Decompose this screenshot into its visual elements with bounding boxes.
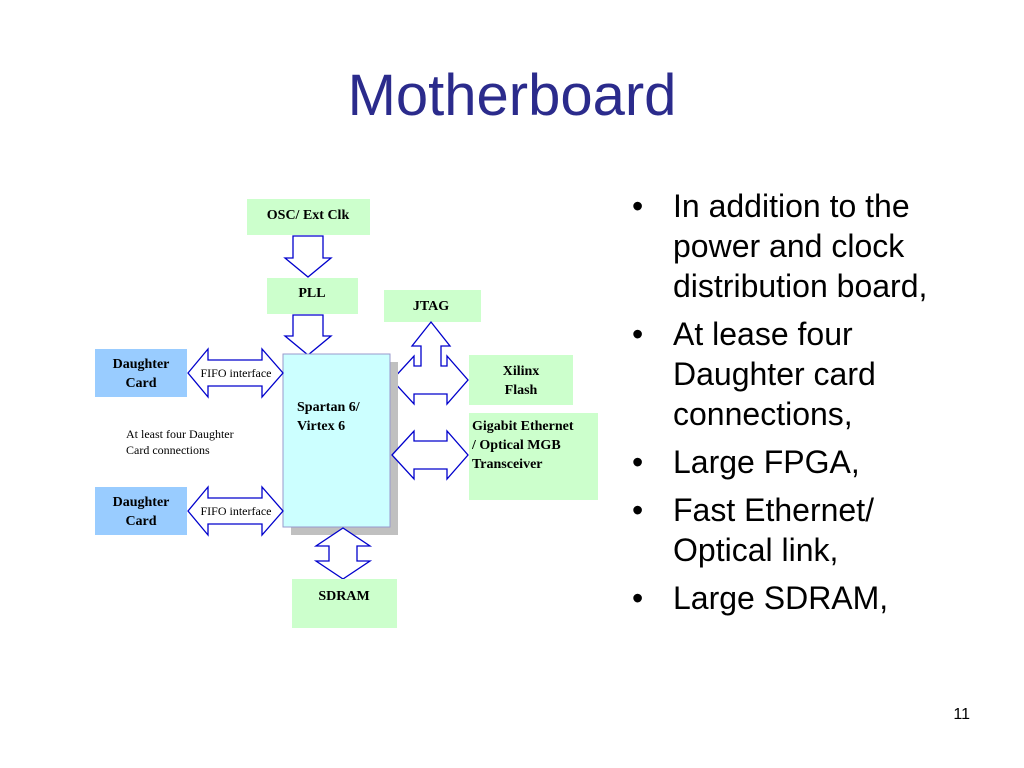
bullet-text: At lease four Daughter card connections, (673, 316, 876, 432)
ethernet-line2: / Optical MGB (471, 438, 561, 453)
bullet-dot: • (632, 188, 644, 224)
osc-label: OSC/ Ext Clk (267, 208, 350, 223)
bullet-dot: • (632, 444, 644, 480)
bullet-dot: • (632, 580, 644, 616)
xilinx-flash-line2: Flash (505, 383, 538, 398)
bullet-list: • In addition to the power and clock dist… (632, 186, 972, 626)
daughter-card-top-box (95, 349, 187, 397)
fifo-arrow-top (187, 347, 284, 399)
daughter-card-bottom-box (95, 487, 187, 535)
fifo-arrow-bottom (187, 485, 284, 537)
fifo-interface-top-label: FIFO interface (201, 366, 272, 380)
ethernet-line1: Gigabit Ethernet (472, 419, 574, 434)
sdram-label: SDRAM (318, 589, 369, 604)
daughter-card-top-line2: Card (125, 376, 156, 391)
daughter-card-top-line1: Daughter (113, 357, 170, 372)
daughter-card-bottom-line2: Card (125, 514, 156, 529)
bullet-item: • At lease four Daughter card connections… (632, 314, 972, 434)
sdram-box (292, 579, 397, 628)
daughter-card-bottom-line1: Daughter (113, 495, 170, 510)
pll-box (267, 278, 358, 314)
pll-to-fpga-arrow (283, 314, 333, 356)
fpga-sdram-arrow (313, 527, 373, 580)
bullet-dot: • (632, 316, 644, 352)
bullet-dot: • (632, 492, 644, 528)
slide-title: Motherboard (347, 63, 677, 128)
jtag-box (384, 290, 481, 322)
note-line2: Card connections (126, 443, 210, 457)
page-number: 11 (953, 706, 970, 723)
bullet-text: In addition to the power and clock distr… (673, 188, 928, 304)
jtag-label: JTAG (413, 299, 449, 314)
block-diagram: OSC/ Ext Clk PLL JTAG Spartan 6/ Virtex … (95, 199, 598, 628)
bullet-item: • Large SDRAM, (632, 578, 972, 618)
bullet-item: • Fast Ethernet/ Optical link, (632, 490, 972, 570)
ethernet-transceiver-box (469, 413, 598, 500)
bullet-text: Large FPGA, (673, 444, 860, 480)
note-line1: At least four Daughter (126, 427, 234, 441)
fifo-interface-bottom-label: FIFO interface (201, 504, 272, 518)
fpga-label-line1: Spartan 6/ (297, 400, 361, 415)
jtag-flash-arrow (391, 320, 469, 406)
fpga-label-line2: Virtex 6 (297, 419, 345, 434)
fpga-box (282, 353, 391, 528)
ethernet-line3: Transceiver (472, 457, 543, 472)
fpga-ethernet-arrow (391, 429, 469, 481)
osc-box (247, 199, 370, 235)
osc-to-pll-arrow (283, 235, 333, 278)
bullet-text: Large SDRAM, (673, 580, 889, 616)
pll-label: PLL (298, 286, 325, 301)
bullet-text: Fast Ethernet/ Optical link, (673, 492, 874, 568)
xilinx-flash-box (469, 355, 573, 405)
bullet-item: • Large FPGA, (632, 442, 972, 482)
bullet-item: • In addition to the power and clock dist… (632, 186, 972, 306)
xilinx-flash-line1: Xilinx (503, 364, 540, 379)
